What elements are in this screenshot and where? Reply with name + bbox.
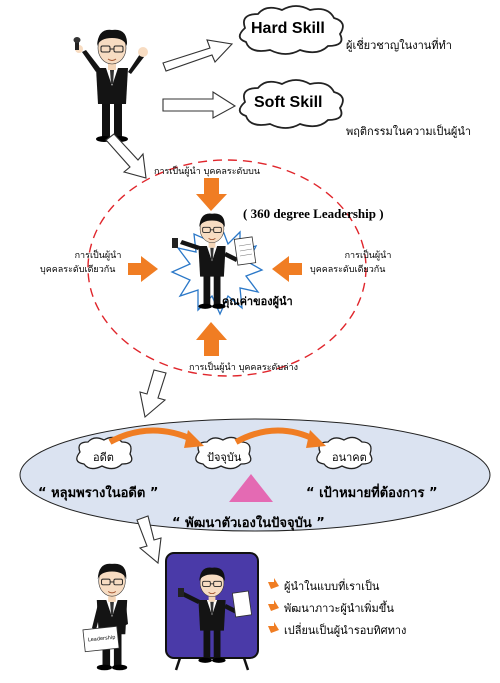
dashed-circle: [87, 159, 367, 377]
arrow-to-hard-skill: [162, 39, 234, 72]
orange-arrow-right: [272, 256, 302, 282]
outcome-item-1: ผู้นำในแบบที่เราเป็น: [284, 580, 380, 593]
bottom-leader-figure: [82, 563, 128, 671]
hard-skill-cloud: [238, 5, 344, 55]
hard-skill-label: Hard Skill: [251, 20, 325, 37]
arrow-down-to-circle: [105, 133, 147, 179]
speaker-figure-top: [73, 29, 148, 143]
center-leader-figure: [172, 213, 257, 310]
cloud-present: [195, 436, 252, 470]
label-left-line1: การเป็นผู้นำ: [74, 251, 122, 261]
quote-present: “ พัฒนาตัวเองในปัจจุบัน ”: [172, 516, 325, 531]
outcome-item-3: เปลี่ยนเป็นผู้นำรอบทิศทาง: [284, 624, 407, 637]
leadership-title: ( 360 degree Leadership ): [243, 206, 384, 221]
orange-arrow-left: [128, 256, 158, 282]
cloud-future: [316, 436, 373, 470]
label-left-line2: บุคคลระดับเดียวกัน: [40, 265, 116, 275]
curved-arrow-present-to-future: [234, 427, 326, 448]
bullet-arrow-1: [268, 578, 279, 589]
future-label: อนาคต: [332, 451, 367, 464]
soft-skill-cloud: [238, 79, 344, 129]
orange-arrow-bottom: [196, 322, 227, 356]
leadership-sign: [82, 625, 120, 653]
leadership-circle: [87, 159, 367, 377]
cloud-past: [76, 436, 133, 470]
label-right-line1: การเป็นผู้นำ: [344, 251, 392, 261]
arrow-down-to-bottom: [136, 515, 162, 565]
soft-skill-label: Soft Skill: [254, 94, 323, 111]
arrow-down-to-timeline: [139, 369, 167, 419]
arrow-to-soft-skill: [162, 90, 237, 119]
label-top-leadership: การเป็นผู้นำ บุคคลระดับบน: [154, 167, 260, 177]
document-icon: [233, 236, 257, 266]
pink-triangle: [229, 474, 273, 502]
present-label: ปัจจุบัน: [207, 451, 242, 464]
document-icon-board: [231, 590, 253, 618]
quote-past: “ หลุมพรางในอดีต ”: [38, 486, 159, 501]
label-bottom-leadership: การเป็นผู้นำ บุคคลระดับล่าง: [189, 363, 299, 373]
past-label: อดีต: [93, 451, 114, 464]
bullet-arrow-2: [268, 600, 279, 611]
quote-future: “ เป้าหมายที่ต้องการ ”: [306, 486, 438, 501]
bullet-arrow-3: [268, 622, 279, 633]
orange-arrow-top: [196, 178, 227, 211]
hard-skill-description: ผู้เชี่ยวชาญในงานที่ทำ: [346, 39, 452, 52]
timeline-ellipse: [19, 418, 491, 532]
leader-value-label: คุณค่าของผู้นำ: [222, 295, 293, 308]
outcome-item-2: พัฒนาภาวะผู้นำเพิ่มขึ้น: [284, 602, 394, 615]
purple-board: [165, 552, 259, 671]
soft-skill-description: พฤติกรรมในความเป็นผู้นำ: [346, 125, 472, 138]
label-right-line2: บุคคลระดับเดียวกัน: [310, 265, 386, 275]
curved-arrow-past-to-present: [108, 427, 204, 448]
